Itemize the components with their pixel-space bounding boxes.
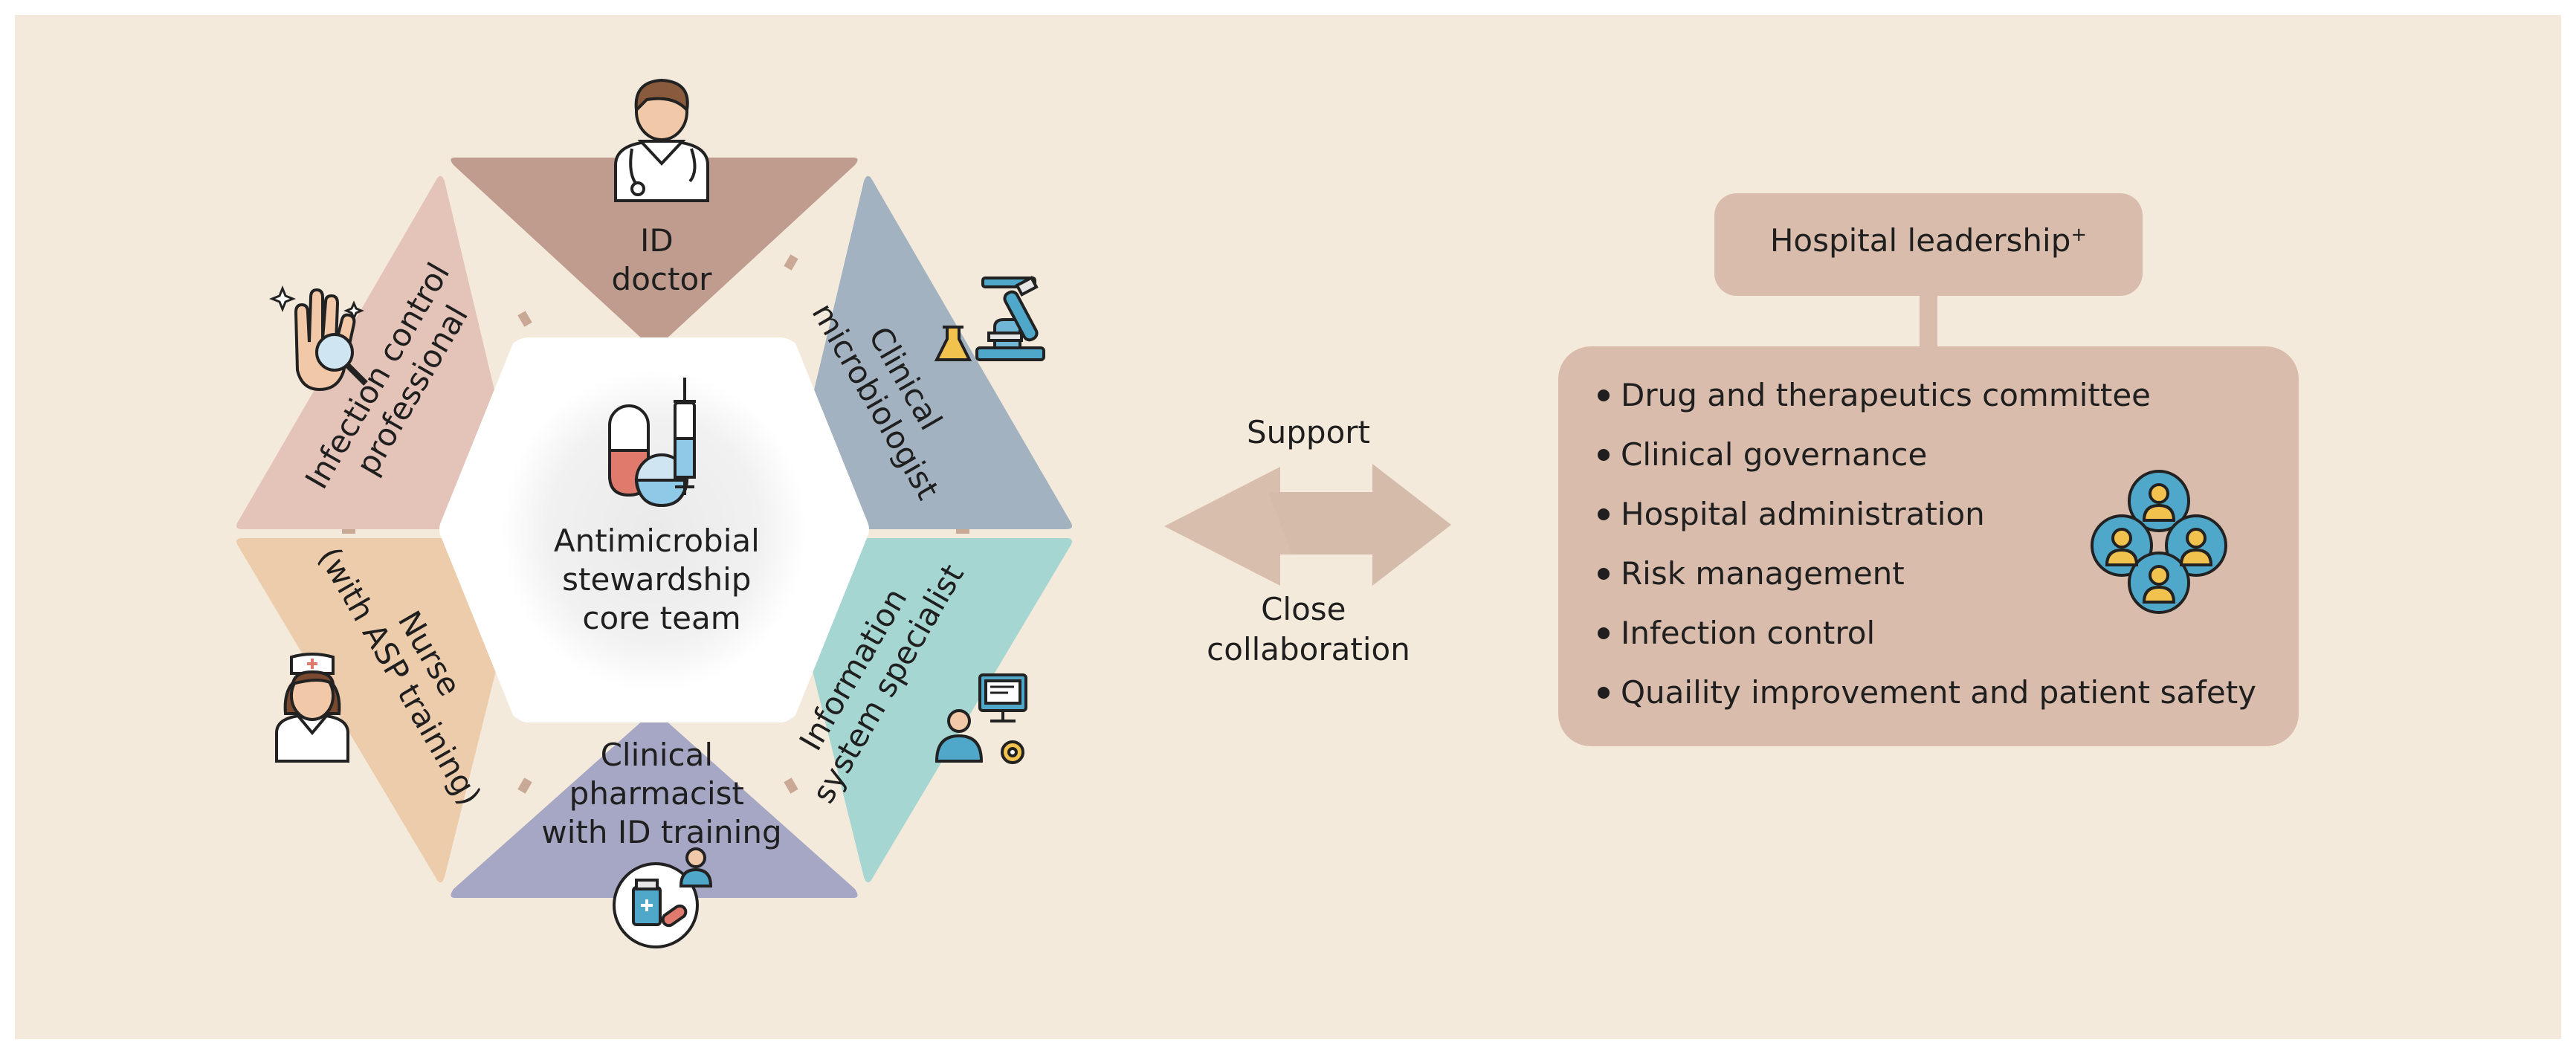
microscope-icon xyxy=(934,275,1045,361)
bullet xyxy=(1598,627,1610,639)
support-label: Support xyxy=(1247,414,1370,450)
medicine-syringe-icon xyxy=(608,378,696,508)
nurse-icon xyxy=(275,653,349,763)
list-item: Quaility improvement and patient safety xyxy=(1621,674,2256,711)
leadership-title-box xyxy=(1714,193,2143,296)
center-texture xyxy=(502,371,807,691)
role-segment-information-system-specialist xyxy=(785,538,1072,883)
medicine-icon xyxy=(613,847,713,948)
bullet xyxy=(1598,687,1610,699)
list-item: Hospital administration xyxy=(1621,496,1985,532)
bullet xyxy=(1598,508,1610,520)
close-collaboration-label: Close collaboration xyxy=(1207,591,1410,667)
role-segment-id-doctor xyxy=(451,158,858,340)
role-segment-clinical-pharmacist xyxy=(451,720,858,898)
team-network-icon xyxy=(2091,470,2227,614)
arrow-left xyxy=(1164,467,1384,586)
list-item: Infection control xyxy=(1621,615,1875,651)
list-item: Risk management xyxy=(1621,555,1905,592)
list-item: Clinical governance xyxy=(1621,436,1927,473)
list-item: Drug and therapeutics committee xyxy=(1621,377,2151,413)
leadership-list-box xyxy=(1558,346,2299,746)
bullet xyxy=(1598,389,1610,401)
core-team-hexagon xyxy=(236,158,1072,898)
role-segment-clinical-microbiologist xyxy=(785,175,1072,530)
center-label: Antimicrobial stewardship core team xyxy=(554,523,769,636)
role-segment-infection-control-professional xyxy=(236,175,523,530)
bullet xyxy=(1598,449,1610,461)
computer-user-icon xyxy=(934,673,1027,764)
bullet xyxy=(1598,568,1610,580)
hand-magnifier-icon xyxy=(268,285,368,392)
leadership-connector xyxy=(1920,296,1937,348)
leadership-title: Hospital leadership+ xyxy=(1770,222,2087,259)
role-label-id-doctor: ID doctor xyxy=(612,222,713,297)
role-segment-nurse xyxy=(236,538,523,883)
leadership-list: Drug and therapeutics committee Clinical… xyxy=(1598,377,2256,711)
doctor-icon xyxy=(614,78,709,202)
role-label-clinical-pharmacist: Clinical pharmacist with ID training xyxy=(541,737,781,850)
collaboration-arrows xyxy=(1164,464,1451,586)
